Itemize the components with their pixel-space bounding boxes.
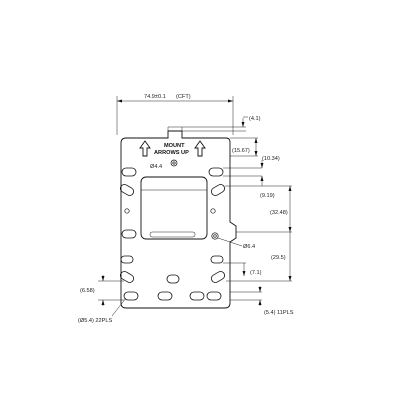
top-offset-label: (15.67) [232, 148, 250, 154]
bottom-slot-label: (7.1) [250, 270, 262, 276]
slot-row-5 [120, 271, 225, 284]
hole-note-label: (Ø5.4) 22PLS [78, 318, 112, 324]
overall-width-label: 74.9±0.1 [144, 94, 166, 100]
left-bottom-label: (6.58) [80, 288, 95, 294]
right-dimensions: (4.1) (15.67) (10.34) (9.19) (32.48) (29… [182, 116, 294, 316]
slot-span-label: (32.48) [270, 210, 288, 216]
slot-size-note: (5.4) 11PLS [264, 310, 294, 316]
slot-row-3 [121, 229, 137, 239]
upper-slot-label: (10.34) [262, 156, 280, 162]
slot-row-4 [120, 255, 224, 264]
tab-height-label: (4.1) [249, 116, 261, 122]
mount-label: MOUNT [164, 143, 185, 149]
ref-tag-label: (CFT) [176, 94, 191, 100]
lower-span-label: (29.5) [271, 255, 286, 261]
slot-row-1 [121, 167, 224, 177]
slot-row-6 [123, 291, 222, 301]
plate-outline [120, 126, 237, 309]
slot-row-2 [120, 184, 225, 196]
arrows-up-label: ARROWS UP [154, 150, 189, 156]
center-hole: Ø4.4 [150, 159, 178, 170]
overall-width-dimension: 74.9±0.1 (CFT) [116, 94, 234, 135]
mount-arrows: MOUNT ARROWS UP [139, 140, 206, 157]
hole-small-label: Ø4.4 [150, 164, 162, 170]
left-dimensions: (6.58) (Ø5.4) 22PLS [78, 275, 127, 324]
hole-side-label: Ø6.4 [243, 244, 255, 250]
slot-pitch-label: (9.19) [260, 193, 275, 199]
side-holes: Ø6.4 [124, 208, 255, 250]
center-window [140, 176, 208, 240]
